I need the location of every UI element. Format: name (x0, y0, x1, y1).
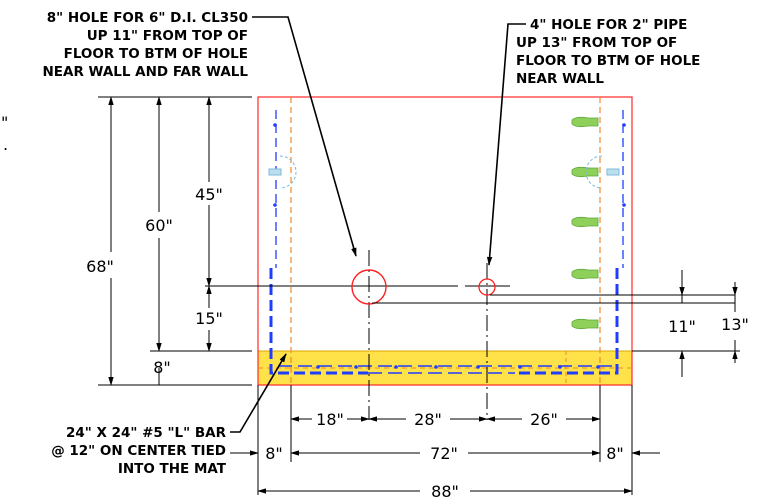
floor-slab (257, 350, 633, 386)
note-lbar-line-3: INTO THE MAT (118, 461, 227, 477)
dim-hole-8-height: 60" (145, 216, 173, 235)
dim-upper-segment: 45" (195, 185, 223, 204)
note-4in-hole: 4" HOLE FOR 2" PIPE UP 13" FROM TOP OF F… (516, 17, 700, 87)
dim-wall-left: 8" (265, 444, 283, 463)
dim-hole-8-rise: 11" (668, 317, 696, 336)
note-8in-line-4: NEAR WALL AND FAR WALL (42, 64, 248, 80)
dim-hole-4-rise: 13" (721, 315, 749, 334)
note-4in-line-2: UP 13" FROM TOP OF (516, 35, 677, 51)
note-8in-line-2: UP 11" FROM TOP OF (87, 28, 248, 44)
dim-lower-segment: 15" (195, 309, 223, 328)
hole-8in (351, 269, 387, 305)
note-8in-line-1: 8" HOLE FOR 6" D.I. CL350 (47, 10, 248, 26)
bottom-dimensions (230, 385, 660, 495)
note-8in-hole: 8" HOLE FOR 6" D.I. CL350 UP 11" FROM TO… (42, 10, 248, 80)
note-lbar-line-2: @ 12" ON CENTER TIED (51, 443, 226, 459)
note-4in-line-4: NEAR WALL (516, 71, 604, 87)
dim-seg-mid: 28" (414, 410, 442, 429)
step-1 (571, 116, 599, 128)
structure (257, 96, 633, 386)
step-2 (571, 166, 599, 178)
pipe-stub-right (585, 155, 603, 189)
dim-overall-width: 88" (431, 482, 459, 501)
l-bar-left-lower (269, 268, 368, 375)
dim-overall-height: 68" (86, 257, 114, 276)
pipe-stub-left (279, 155, 297, 189)
step-3 (571, 216, 599, 228)
dim-slab: 8" (153, 358, 171, 377)
hole-4in (478, 278, 496, 296)
note-4in-line-3: FLOOR TO BTM OF HOLE (516, 53, 700, 69)
note-4in-line-1: 4" HOLE FOR 2" PIPE (530, 17, 687, 33)
dim-wall-right: 8" (606, 444, 624, 463)
holes (205, 250, 740, 420)
edge-fragment-1: " (1, 113, 8, 132)
rebar (269, 110, 626, 375)
note-8in-line-3: FLOOR TO BTM OF HOLE (64, 46, 248, 62)
pipe-stubs (268, 155, 620, 189)
left-dimensions (98, 96, 252, 386)
leader-l-bar (230, 353, 287, 433)
dim-seg-left: 18" (316, 410, 344, 429)
step-5 (571, 318, 599, 330)
step-4 (571, 268, 599, 280)
right-dimensions (679, 270, 738, 377)
wall-outline (257, 96, 633, 386)
leader-4in-hole (486, 23, 526, 266)
manhole-steps (571, 116, 599, 330)
note-l-bar: 24" X 24" #5 "L" BAR @ 12" ON CENTER TIE… (51, 425, 227, 477)
dim-seg-right: 26" (530, 410, 558, 429)
dim-inner-width: 72" (430, 444, 458, 463)
note-lbar-line-1: 24" X 24" #5 "L" BAR (66, 425, 227, 441)
leaders (230, 16, 526, 433)
leader-8in-hole (252, 16, 357, 257)
rebar-dots (273, 123, 626, 369)
edge-fragment-2: . (3, 135, 8, 154)
